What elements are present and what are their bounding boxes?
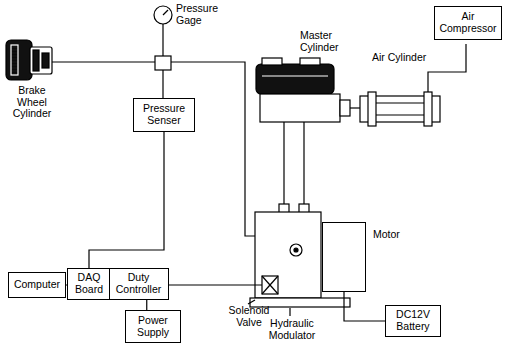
- box-label: Duty Controller: [114, 272, 164, 295]
- process-box: Air Compressor: [434, 6, 502, 40]
- signal-wire: [89, 132, 164, 268]
- box-label: Computer: [14, 279, 60, 291]
- process-box: Pressure Senser: [133, 98, 195, 132]
- box-label: DC12V Battery: [393, 309, 433, 332]
- box-label: Power Supply: [130, 315, 176, 338]
- brake-wheel-cylinder: [6, 40, 155, 80]
- part-label: Master Cylinder: [300, 30, 346, 53]
- air-cylinder: [350, 44, 466, 126]
- box-label: Pressure Senser: [140, 103, 188, 126]
- process-box: Duty Controller: [109, 268, 169, 300]
- process-box: Motor: [322, 222, 366, 292]
- signal-wire: [344, 292, 385, 321]
- part-label: Hydraulic Modulator: [262, 318, 322, 341]
- process-box: DC12V Battery: [385, 305, 441, 337]
- signal-wire: [146, 300, 147, 310]
- process-box: Computer: [8, 272, 66, 298]
- part-label: Air Cylinder: [372, 52, 442, 64]
- part-label: Solenoid Valve: [226, 305, 272, 328]
- process-box: Power Supply: [125, 310, 181, 343]
- box-label: DAQ Board: [72, 272, 106, 295]
- box-label: Motor: [373, 229, 400, 241]
- process-box: DAQ Board: [67, 268, 111, 300]
- box-label: Air Compressor: [438, 11, 498, 34]
- part-label: Brake Wheel Cylinder: [6, 85, 58, 120]
- part-label: Pressure Gage: [176, 3, 222, 26]
- master-cylinder: [256, 58, 350, 205]
